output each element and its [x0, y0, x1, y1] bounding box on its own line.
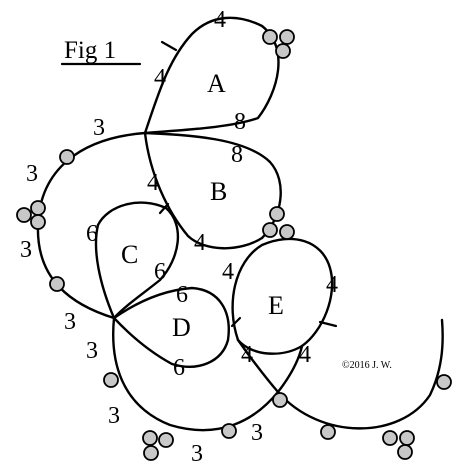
picot [436, 374, 452, 390]
ring-e-join-mark [318, 320, 338, 328]
copyright-notice: ©2016 J. W. [342, 360, 392, 371]
chain-right-tail [276, 318, 444, 430]
stitch-count: 3 [86, 338, 98, 364]
picot [103, 372, 119, 388]
ring-a-join-mark [160, 40, 178, 52]
stitch-count: 3 [64, 309, 76, 335]
picot [221, 423, 237, 439]
picot-cluster-bottom-right [382, 430, 415, 460]
picot [272, 392, 288, 408]
ring-label-a: A [207, 69, 226, 98]
ring-label-e: E [268, 291, 284, 320]
ring-e-join-mark-left [230, 316, 242, 328]
ring-label-c: C [121, 240, 138, 269]
stitch-count: 6 [154, 259, 166, 285]
stitch-count: 3 [251, 420, 263, 446]
chain-crossing [236, 338, 280, 394]
stitch-count: 4 [214, 7, 226, 33]
stitch-count: 4 [147, 170, 159, 196]
stitch-count: 4 [222, 259, 234, 285]
picot-cluster-ring-b [262, 206, 295, 240]
picot-cluster-left [16, 200, 46, 230]
stitch-count: 3 [191, 441, 203, 464]
stitch-count: 6 [173, 355, 185, 381]
ring-e [231, 237, 334, 355]
stitch-count: 4 [326, 272, 338, 298]
stitch-count: 3 [108, 403, 120, 429]
stitch-count: 4 [241, 342, 253, 368]
stitch-count: 4 [299, 342, 311, 368]
chain-lower [112, 316, 304, 432]
ring-c [94, 201, 180, 320]
stitch-count: 6 [86, 221, 98, 247]
picot-cluster-ring-a [262, 29, 295, 59]
stitch-count: 4 [154, 65, 166, 91]
picot [320, 424, 336, 440]
picot [59, 149, 75, 165]
picot [49, 276, 65, 292]
ring-a [143, 16, 280, 135]
ring-b-join-mark [158, 202, 170, 215]
stitch-count: 3 [93, 115, 105, 141]
stitch-count: 8 [234, 109, 246, 135]
stitch-count: 8 [231, 142, 243, 168]
picot-cluster-bottom-left [142, 430, 174, 461]
ring-d [112, 286, 230, 368]
ring-label-b: B [210, 177, 227, 206]
stitch-count: 3 [20, 237, 32, 263]
stitch-count: 3 [26, 161, 38, 187]
ring-label-d: D [172, 313, 191, 342]
stitch-count: 4 [194, 230, 206, 256]
ring-b [143, 131, 282, 250]
stitch-count: 6 [176, 282, 188, 308]
figure-title: Fig 1 [64, 37, 116, 64]
